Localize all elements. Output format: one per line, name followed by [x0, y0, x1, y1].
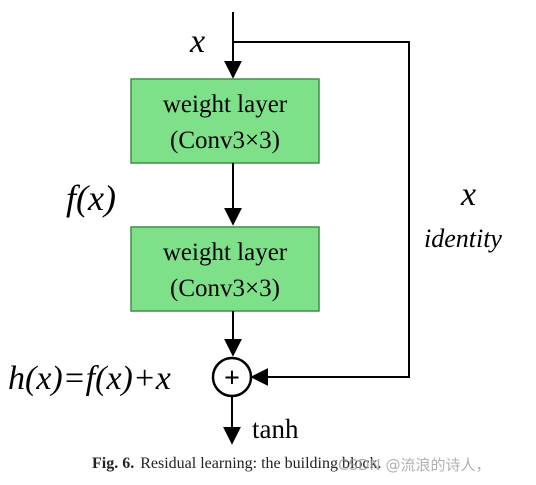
- input-x-label: x: [189, 23, 205, 60]
- sum-plus-icon: +: [224, 363, 240, 394]
- weight-layer-block-2: weight layer (Conv3×3): [130, 226, 320, 312]
- identity-label: identity: [424, 224, 502, 253]
- block2-line1: weight layer: [163, 239, 288, 266]
- figure-caption-text: Residual learning: the building block.: [140, 455, 382, 472]
- block2-line2: (Conv3×3): [170, 275, 280, 302]
- sum-node: +: [211, 356, 253, 398]
- sum-equation-label: h(x)=f(x)+x: [8, 360, 171, 397]
- skip-connection-line: [233, 41, 410, 386]
- block1-line2: (Conv3×3): [170, 127, 280, 154]
- figure-caption: Fig. 6. Residual learning: the building b…: [92, 455, 382, 473]
- tanh-label: tanh: [252, 414, 299, 444]
- identity-x-label: x: [460, 176, 476, 213]
- weight-layer-block-1: weight layer (Conv3×3): [130, 78, 320, 164]
- figure-number: Fig. 6.: [92, 455, 135, 472]
- watermark-text: CSDN @流浪的诗人，: [338, 456, 491, 474]
- fx-label: f(x): [66, 178, 116, 218]
- block1-line1: weight layer: [163, 91, 288, 118]
